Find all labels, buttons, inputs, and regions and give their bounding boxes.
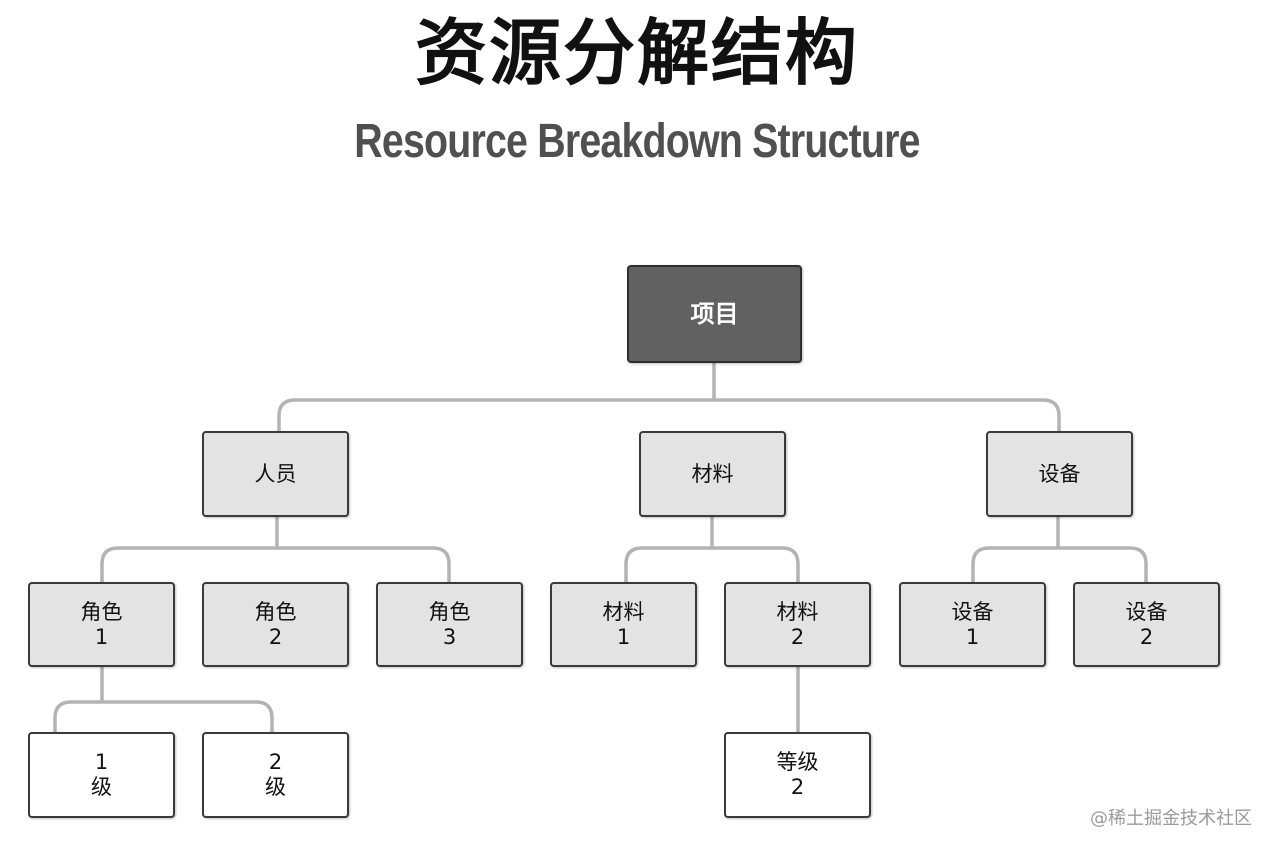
connector-materials	[624, 514, 800, 585]
node-role-3-line1: 角色	[428, 599, 471, 624]
node-equipment-1: 设备 1	[899, 582, 1046, 667]
node-role-3: 角色 3	[376, 582, 523, 667]
node-role-1-line2: 1	[94, 624, 109, 649]
node-level-1: 1 级	[28, 732, 175, 818]
node-equipment-2-line1: 设备	[1125, 599, 1168, 624]
node-level-2: 2 级	[202, 732, 349, 818]
connector-equipment	[971, 514, 1148, 585]
watermark: @稀土掘金技术社区	[1090, 808, 1252, 829]
title-chinese: 资源分解结构	[414, 11, 859, 95]
node-level-1-line1: 1	[94, 750, 109, 774]
node-equipment-1-line2: 1	[965, 624, 980, 649]
node-material-1: 材料 1	[550, 582, 697, 667]
node-role-1: 角色 1	[28, 582, 175, 667]
node-material-2-line2: 2	[790, 624, 805, 649]
node-personnel: 人员	[202, 431, 349, 517]
node-material-2: 材料 2	[724, 582, 871, 667]
node-level-1-line2: 级	[91, 775, 112, 799]
title-english: Resource Breakdown Structure	[354, 115, 920, 168]
node-project: 项目	[627, 265, 802, 363]
node-role-2-line2: 2	[268, 624, 283, 649]
node-grade-2: 等级 2	[724, 732, 871, 818]
node-role-2-line1: 角色	[254, 599, 297, 624]
connector-personnel	[100, 514, 451, 585]
node-material-1-line1: 材料	[602, 599, 645, 624]
node-material-1-line2: 1	[616, 624, 631, 649]
node-level-2-line2: 级	[265, 775, 286, 799]
node-grade-2-line2: 2	[790, 775, 805, 799]
node-materials: 材料	[639, 431, 786, 517]
node-equipment-2-line2: 2	[1139, 624, 1154, 649]
node-equipment: 设备	[986, 431, 1133, 517]
node-role-3-line2: 3	[442, 624, 457, 649]
node-personnel-label: 人员	[254, 461, 297, 486]
node-role-1-line1: 角色	[80, 599, 123, 624]
connector-root	[277, 360, 1061, 434]
connector-role1	[53, 664, 274, 735]
node-equipment-label: 设备	[1038, 461, 1081, 486]
node-materials-label: 材料	[691, 461, 734, 486]
node-level-2-line1: 2	[268, 750, 283, 774]
node-role-2: 角色 2	[202, 582, 349, 667]
node-equipment-1-line1: 设备	[951, 599, 994, 624]
node-equipment-2: 设备 2	[1073, 582, 1220, 667]
node-project-label: 项目	[690, 299, 739, 328]
node-material-2-line1: 材料	[776, 599, 819, 624]
node-grade-2-line1: 等级	[776, 750, 819, 774]
